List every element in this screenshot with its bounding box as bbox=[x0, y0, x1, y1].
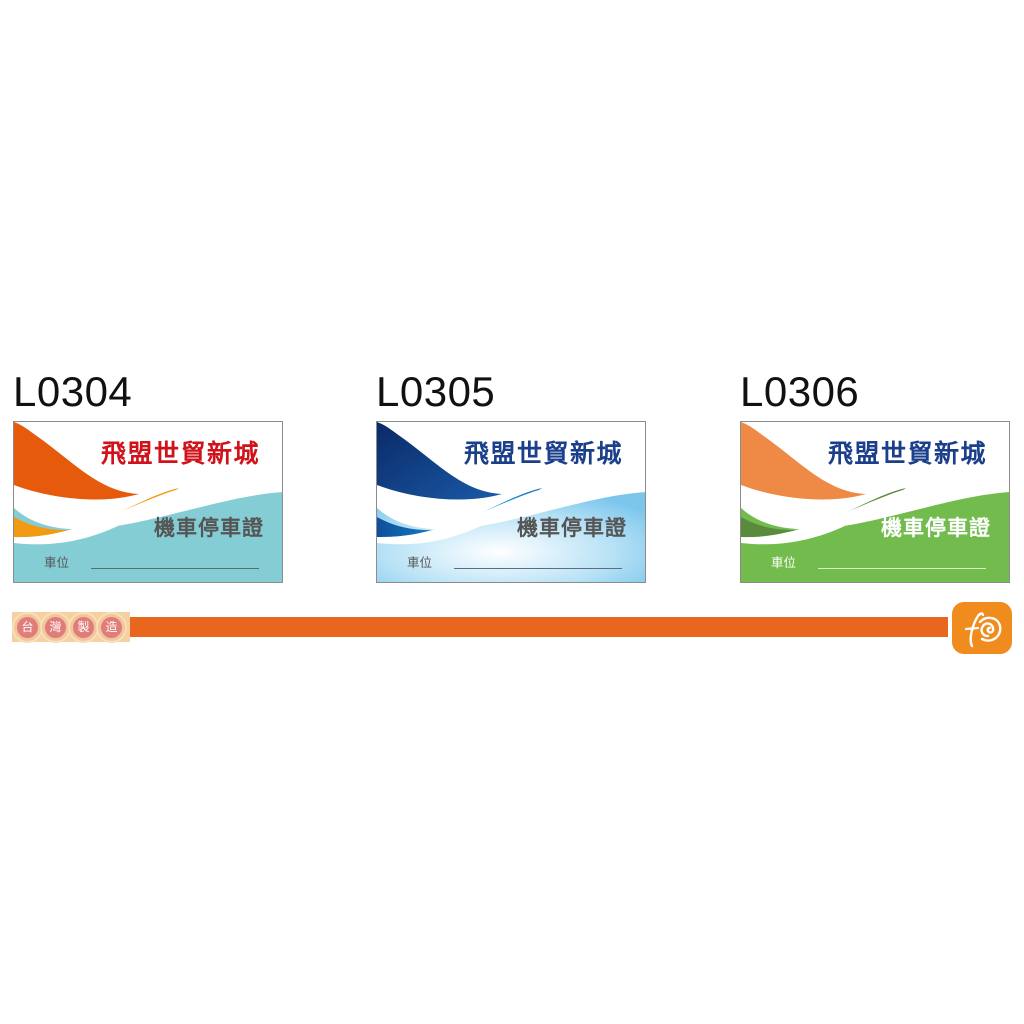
badge-flower-icon: 製 bbox=[70, 613, 97, 641]
wave-background-graphic bbox=[14, 422, 282, 582]
parking-permit-card: 飛盟世貿新城 機車停車證 車位 bbox=[13, 421, 283, 583]
badge-char: 造 bbox=[101, 616, 122, 638]
badge-char: 製 bbox=[73, 616, 94, 638]
badge-char: 灣 bbox=[45, 616, 66, 638]
parking-slot-blank-line bbox=[91, 568, 259, 569]
product-code: L0304 bbox=[13, 368, 133, 415]
permit-type: 機車停車證 bbox=[154, 516, 264, 540]
parking-slot-label: 車位 bbox=[44, 555, 70, 570]
brand-logo bbox=[952, 602, 1012, 654]
made-in-taiwan-badge: 台 灣 製 造 bbox=[12, 612, 130, 642]
badge-flower-icon: 灣 bbox=[42, 613, 69, 641]
permit-type: 機車停車證 bbox=[881, 516, 991, 540]
parking-slot-label: 車位 bbox=[407, 555, 433, 570]
parking-slot-blank-line bbox=[454, 568, 622, 569]
parking-permit-card: 飛盟世貿新城 機車停車證 車位 bbox=[740, 421, 1010, 583]
wave-background-graphic bbox=[377, 422, 645, 582]
parking-permit-card: 飛盟世貿新城 機車停車證 車位 bbox=[376, 421, 646, 583]
fo-swirl-logo-icon bbox=[964, 612, 1002, 648]
parking-slot-label: 車位 bbox=[771, 555, 797, 570]
product-code: L0305 bbox=[376, 368, 496, 415]
orange-divider-bar bbox=[12, 617, 948, 637]
wave-background-graphic bbox=[741, 422, 1009, 582]
property-name: 飛盟世貿新城 bbox=[827, 439, 987, 468]
badge-flower-icon: 造 bbox=[98, 613, 125, 641]
permit-type: 機車停車證 bbox=[517, 516, 627, 540]
parking-slot-blank-line bbox=[818, 568, 986, 569]
property-name: 飛盟世貿新城 bbox=[463, 439, 623, 468]
product-code: L0306 bbox=[740, 368, 860, 415]
badge-flower-icon: 台 bbox=[14, 613, 41, 641]
property-name: 飛盟世貿新城 bbox=[100, 439, 260, 468]
badge-char: 台 bbox=[17, 616, 38, 638]
